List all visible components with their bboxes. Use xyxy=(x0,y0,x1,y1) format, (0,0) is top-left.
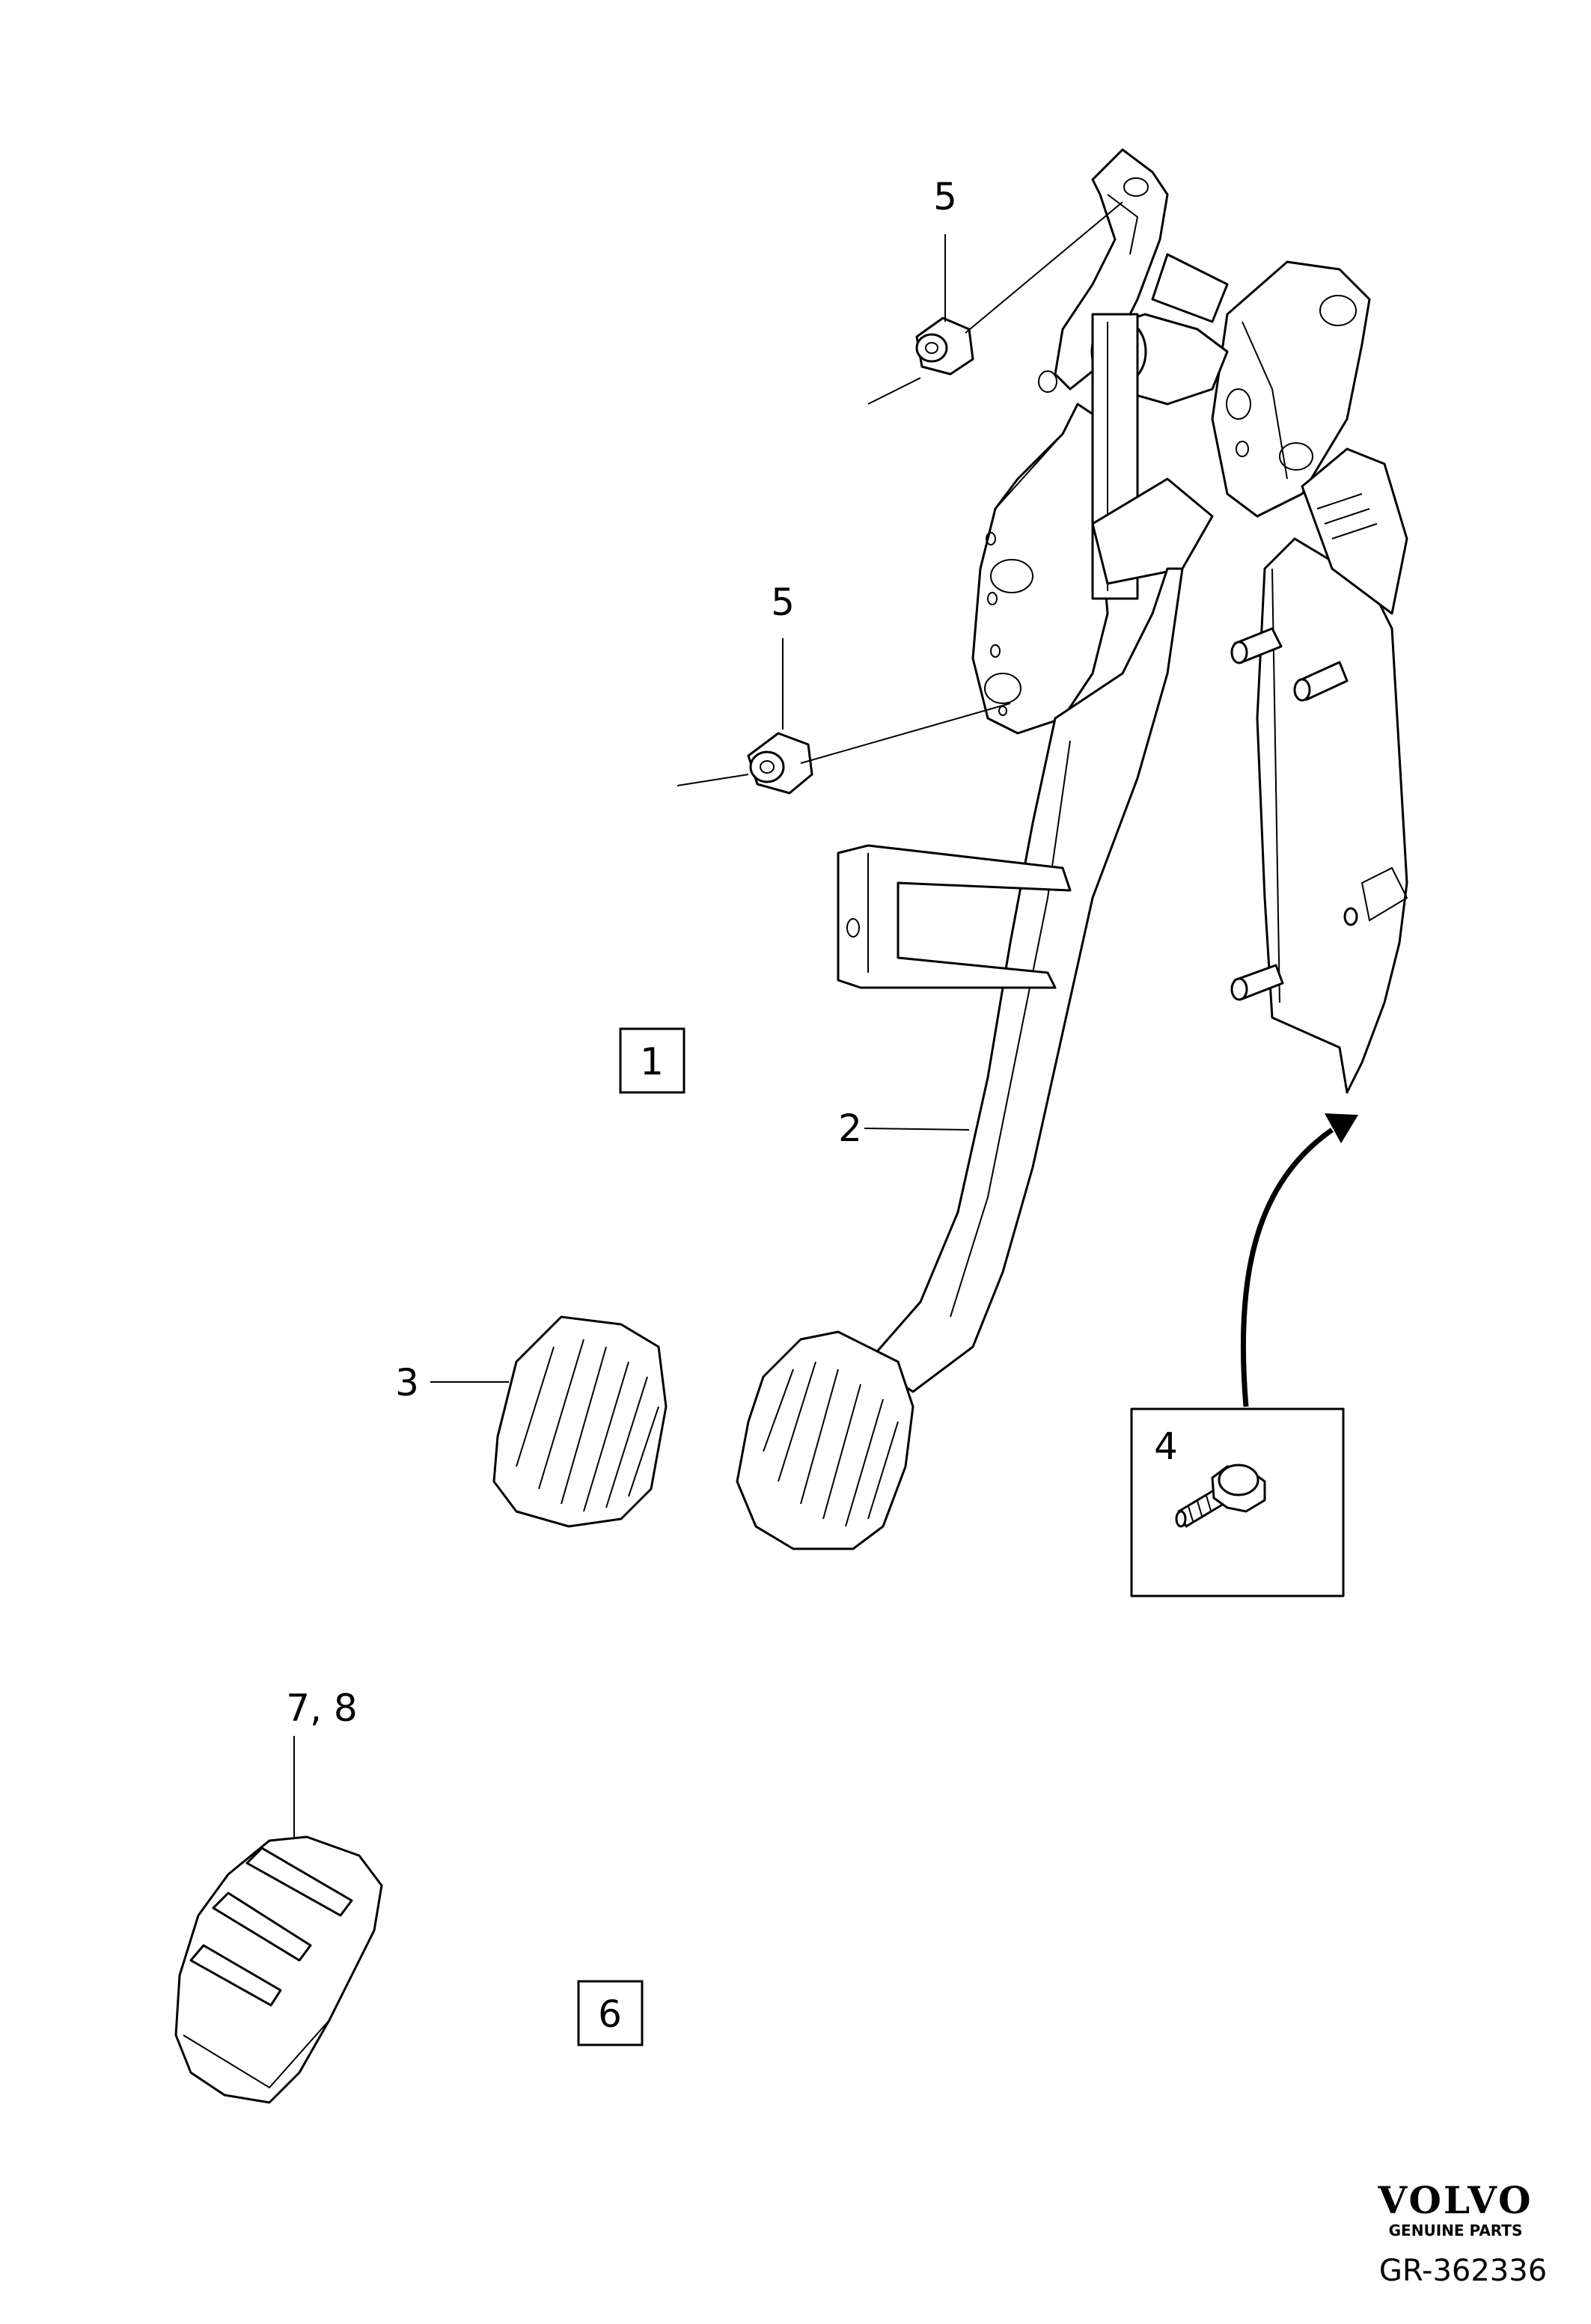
callout-7-8: 7, 8 xyxy=(286,1687,357,1730)
callout-3: 3 xyxy=(395,1361,419,1404)
callout-2: 2 xyxy=(838,1107,862,1150)
callout-1: 1 xyxy=(640,1040,664,1083)
callout-5-upper: 5 xyxy=(933,175,957,218)
callout-5-lower: 5 xyxy=(771,581,795,624)
arrow-head-icon xyxy=(1325,1113,1358,1143)
flange-nut-upper xyxy=(915,317,974,376)
callout-6-box xyxy=(577,1980,644,2046)
pedal-box-bracket xyxy=(1211,260,1408,1094)
brand-block: VOLVO GENUINE PARTS GR-362336 xyxy=(1377,2178,1547,2288)
volvo-logo: VOLVO xyxy=(1377,2178,1533,2222)
callout-4: 4 xyxy=(1154,1425,1178,1468)
pedal-rubber-part-7-8 xyxy=(174,1835,383,2104)
flange-bolt-part-4 xyxy=(1175,1464,1266,1528)
mounting-studs xyxy=(1230,627,1358,1001)
leader-lines xyxy=(293,201,1358,1837)
flange-nut-lower xyxy=(747,732,813,795)
callout-6: 6 xyxy=(598,1993,622,2036)
pedal-pad-part-3 xyxy=(492,1315,668,1528)
pedal-pad-on-arm xyxy=(736,1330,914,1550)
bolt-box xyxy=(1130,1407,1345,1597)
clutch-pedal-arm xyxy=(837,313,1214,1393)
callout-1-box xyxy=(619,1027,685,1094)
diagram-reference-number: GR-362336 xyxy=(1379,2254,1547,2288)
genuine-parts-tagline: GENUINE PARTS xyxy=(1389,2221,1523,2239)
callout-labels: 5 5 1 2 3 4 7, 8 6 xyxy=(286,175,1178,2046)
